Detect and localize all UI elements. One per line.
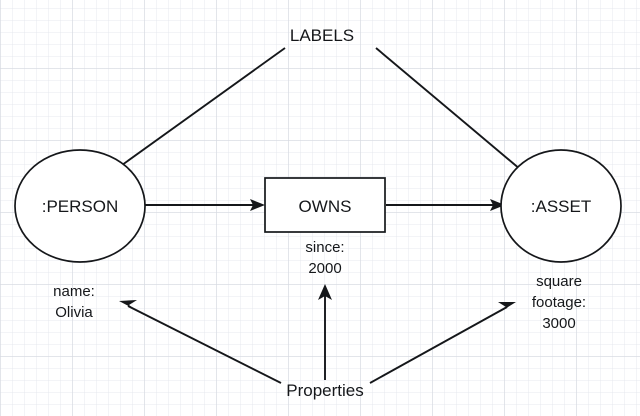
asset-property-value: 3000 [542, 315, 575, 332]
asset-circle[interactable] [500, 149, 622, 263]
node-asset[interactable]: :ASSET [500, 149, 622, 263]
edge-labels-to-asset [375, 47, 540, 187]
person-properties-annotation: name: Olivia [53, 283, 95, 321]
edge-properties-to-person-props [119, 300, 282, 384]
arrowhead-icon [119, 300, 137, 310]
arrowhead-icon [318, 284, 332, 300]
owns-property-value: 2000 [308, 260, 341, 277]
person-property-value: Olivia [55, 304, 93, 321]
owns-properties-annotation: since: 2000 [305, 239, 344, 277]
arrowhead-icon [250, 199, 265, 211]
edge-person-to-owns [145, 199, 265, 211]
edge-properties-to-asset-props [369, 302, 516, 384]
person-circle[interactable] [14, 149, 146, 263]
asset-label: :ASSET [531, 197, 591, 216]
arrowhead-icon [498, 302, 516, 312]
edge-owns-to-asset [386, 199, 505, 211]
person-property-key: name: [53, 283, 95, 300]
asset-property-key-line1: square [536, 273, 582, 290]
asset-property-key-line2: footage: [532, 294, 586, 311]
labels-callout-text: LABELS [290, 26, 354, 45]
node-owns[interactable]: OWNS [264, 177, 386, 233]
owns-property-key: since: [305, 239, 344, 256]
asset-properties-annotation: square footage: 3000 [532, 273, 586, 332]
owns-label: OWNS [299, 197, 352, 216]
person-label: :PERSON [42, 197, 119, 216]
arrowhead-icon [490, 199, 505, 211]
properties-callout-text: Properties [286, 381, 363, 400]
edge-properties-to-owns-props [318, 284, 332, 380]
owns-rect[interactable] [264, 177, 386, 233]
node-person[interactable]: :PERSON [14, 149, 146, 263]
